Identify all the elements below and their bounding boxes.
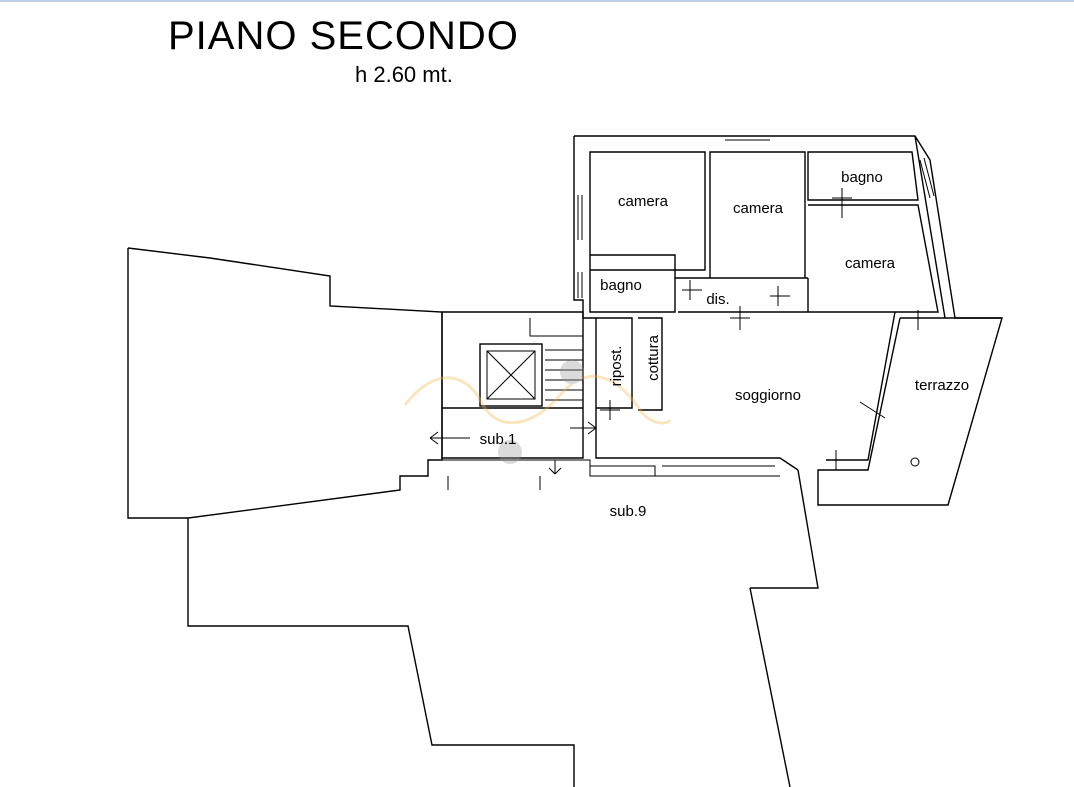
room-label-ripost: ripost.: [608, 346, 625, 387]
room-label-camera-3: camera: [845, 255, 896, 272]
room-label-terrazzo: terrazzo: [915, 377, 969, 394]
building-footprint-outline: [127, 247, 575, 787]
room-label-dis: dis.: [706, 291, 729, 308]
elevator-shaft: [479, 343, 543, 407]
stairwell-outline: [441, 311, 584, 459]
watermark-logo: [403, 360, 672, 464]
room-label-soggiorno: soggiorno: [735, 387, 801, 404]
windows: [577, 135, 935, 298]
door-markers: [600, 188, 930, 470]
room-label-sub9: sub.9: [610, 503, 647, 520]
room-label-bagno-1: bagno: [841, 169, 883, 186]
ceiling-height-label: h 2.60 mt.: [355, 62, 453, 87]
terrace-outline: [817, 317, 1003, 506]
elevator-car: [486, 350, 536, 400]
stair-arrows: [429, 421, 597, 475]
room-label-camera-1: camera: [618, 193, 669, 210]
room-label-sub1: sub.1: [480, 431, 517, 448]
room-label-camera-2: camera: [733, 200, 784, 217]
lower-unit-outline: [442, 459, 780, 490]
elevator-cross: [486, 350, 536, 400]
room-label-cottura: cottura: [645, 334, 662, 381]
right-footprint-outline: [749, 469, 819, 787]
page-title: PIANO SECONDO: [168, 14, 519, 58]
stair-steps: [529, 318, 583, 401]
apartment-outer-wall: [573, 135, 1002, 471]
terrace-drain: [910, 457, 920, 467]
room-label-bagno-2: bagno: [600, 277, 642, 294]
interior-walls: [589, 151, 939, 461]
